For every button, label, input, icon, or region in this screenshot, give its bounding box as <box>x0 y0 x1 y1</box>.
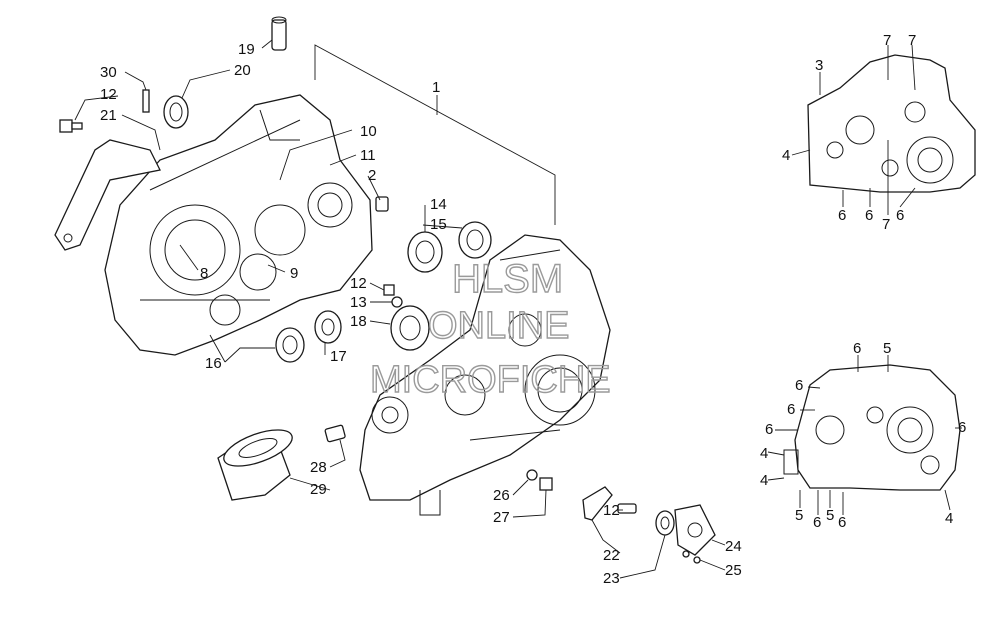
stud-part-30 <box>142 89 150 113</box>
callout-25: 25 <box>725 562 742 579</box>
callout-18: 18 <box>350 313 367 330</box>
callout-24: 24 <box>725 538 742 555</box>
callout-11: 11 <box>360 147 376 164</box>
inset-crankcase-upper <box>807 54 976 193</box>
callout-12: 12 <box>603 502 620 519</box>
plate-part-21 <box>54 139 161 251</box>
callout-14: 14 <box>430 196 447 213</box>
callout-6: 6 <box>765 421 773 438</box>
seal-part-23 <box>655 510 675 536</box>
bearing-part-17 <box>314 310 342 344</box>
callout-4: 4 <box>782 147 790 164</box>
callout-7: 7 <box>883 32 891 49</box>
callout-27: 27 <box>493 509 510 526</box>
callout-5: 5 <box>795 507 803 524</box>
callout-2: 2 <box>368 167 376 184</box>
callout-3: 3 <box>815 57 823 74</box>
fitting-part-28 <box>324 424 346 443</box>
callout-4: 4 <box>945 510 953 527</box>
inset-crankcase-lower <box>783 364 961 491</box>
plate-part-24 <box>674 504 716 556</box>
callout-16: 16 <box>205 355 222 372</box>
callout-6: 6 <box>795 377 803 394</box>
callout-1: 1 <box>432 79 440 96</box>
bolt-part-12-lower <box>617 503 637 514</box>
callout-15: 15 <box>430 216 447 233</box>
oil-filter-part-29 <box>217 429 293 501</box>
callout-12: 12 <box>100 86 117 103</box>
callout-21: 21 <box>100 107 117 124</box>
dowel-part-2 <box>375 196 389 212</box>
callout-7: 7 <box>882 216 890 233</box>
callout-23: 23 <box>603 570 620 587</box>
callout-29: 29 <box>310 481 327 498</box>
washer-part-26 <box>526 469 538 481</box>
callout-19: 19 <box>238 41 255 58</box>
callout-6: 6 <box>853 340 861 357</box>
callout-17: 17 <box>330 348 347 365</box>
callout-30: 30 <box>100 64 117 81</box>
seal-part-20 <box>163 95 189 129</box>
leader-lines <box>74 39 962 579</box>
callout-5: 5 <box>883 340 891 357</box>
callout-7: 7 <box>908 32 916 49</box>
callout-6: 6 <box>958 419 966 436</box>
plug-part-27 <box>539 477 553 491</box>
dowel-part-19 <box>271 16 287 51</box>
watermark-line-3: MICROFICHE <box>370 359 611 401</box>
watermark-line-1: HLSM <box>452 257 563 301</box>
callout-13: 13 <box>350 294 367 311</box>
callout-8: 8 <box>200 265 208 282</box>
watermark: HLSM ONLINE MICROFICHE <box>369 256 611 401</box>
callout-9: 9 <box>290 265 298 282</box>
callout-6: 6 <box>865 207 873 224</box>
callout-28: 28 <box>310 459 327 476</box>
callout-22: 22 <box>603 547 620 564</box>
bolt-part-12-middle <box>383 284 395 296</box>
callout-6: 6 <box>838 514 846 531</box>
bearing-part-14 <box>407 231 443 273</box>
washer-part-13 <box>391 296 403 308</box>
callout-6: 6 <box>896 207 904 224</box>
right-crankcase-half <box>359 234 611 516</box>
callout-20: 20 <box>234 62 251 79</box>
bearing-part-16 <box>275 327 305 363</box>
bolt-part-12-upper <box>59 119 83 133</box>
callout-10: 10 <box>360 123 377 140</box>
callout-26: 26 <box>493 487 510 504</box>
bearing-part-18 <box>390 305 430 351</box>
bearing-part-15 <box>458 221 492 259</box>
callout-12: 12 <box>350 275 367 292</box>
watermark-line-2: ONLINE <box>428 305 569 347</box>
callout-5: 5 <box>826 507 834 524</box>
callout-labels: 1 2 3 4 4 4 4 5 5 5 6 6 6 6 6 6 6 6 6 6 … <box>100 32 966 587</box>
callout-6: 6 <box>813 514 821 531</box>
callout-4: 4 <box>760 445 768 462</box>
callout-6: 6 <box>838 207 846 224</box>
left-crankcase-half <box>104 94 373 356</box>
callout-6: 6 <box>787 401 795 418</box>
cover-part-22 <box>582 486 613 521</box>
callout-4: 4 <box>760 472 768 489</box>
